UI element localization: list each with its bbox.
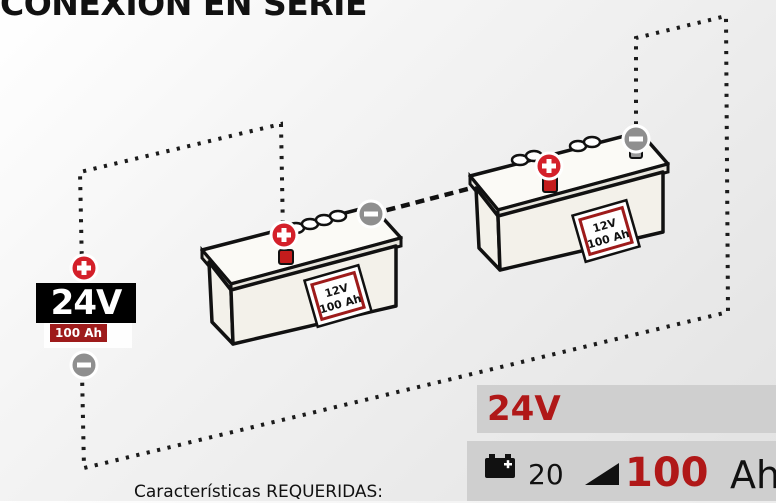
positive-terminal-icon <box>269 220 299 250</box>
negative-terminal-icon <box>621 124 651 154</box>
required-capacity-value: 100 <box>625 450 709 496</box>
required-voltage-bar: 24V <box>477 385 776 433</box>
battery-1: 12V 100 Ah <box>200 204 403 346</box>
required-hours: 20 <box>528 458 564 491</box>
rising-triangle-icon <box>585 463 619 485</box>
output-positive-icon <box>69 253 99 283</box>
negative-terminal-icon <box>356 199 386 229</box>
positive-terminal-icon <box>534 151 564 181</box>
wire-positive-loop <box>77 121 285 269</box>
battery-2: 12V 100 Ah <box>468 130 670 272</box>
required-capacity-bar: 20 100 Ah <box>467 441 776 501</box>
battery-icon <box>485 454 515 478</box>
battery-1-voltage: 12V <box>323 281 350 300</box>
required-capacity-unit: Ah <box>730 453 776 497</box>
required-voltage: 24V <box>487 389 561 429</box>
page-title: CONEXIÓN EN SERIE <box>0 0 368 23</box>
output-capacity-badge: 100 Ah <box>50 324 108 342</box>
battery-2-voltage: 12V <box>591 216 618 235</box>
requirements-label: Características REQUERIDAS: <box>134 482 384 502</box>
output-voltage-badge: 24V <box>36 283 136 323</box>
output-negative-icon <box>69 350 99 380</box>
